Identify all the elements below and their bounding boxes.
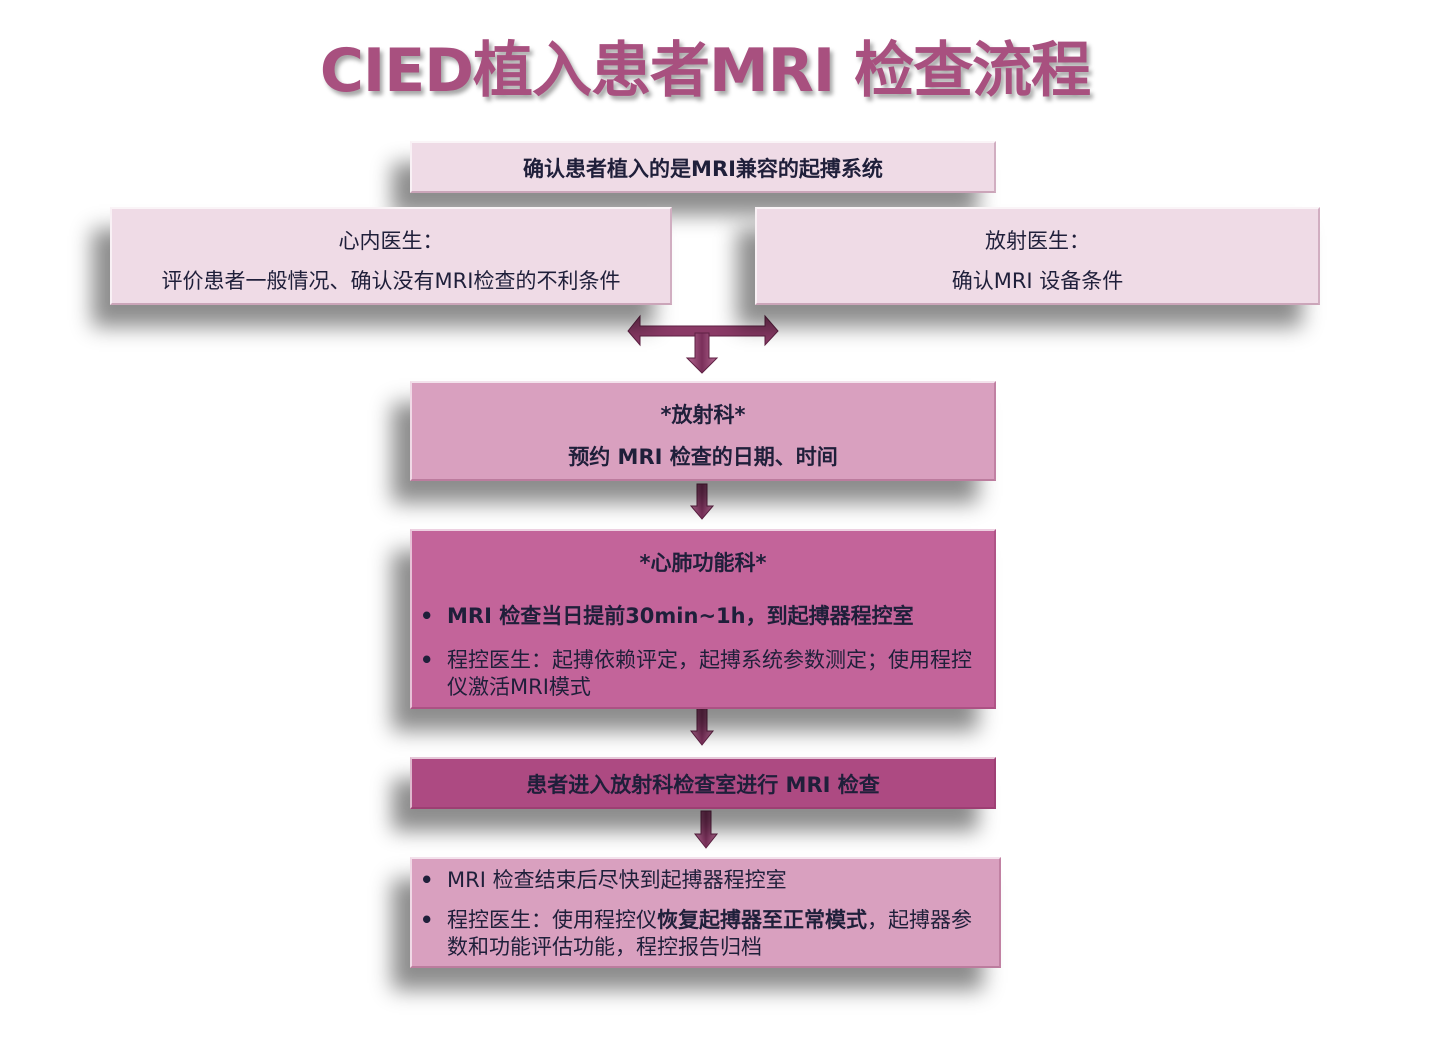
list-item: • 程控医生：使用程控仪恢复起搏器至正常模式，起搏器参数和功能评估功能，程控报告…	[412, 907, 999, 961]
list-item-text: MRI 检查当日提前30min~1h，到起搏器程控室	[447, 604, 914, 628]
down-arrow-1	[685, 332, 719, 374]
radiology-dept-task: 预约 MRI 检查的日期、时间	[568, 445, 838, 469]
step-confirm-text: 确认患者植入的是MRI兼容的起搏系统	[523, 157, 883, 181]
step-mri-scan: 患者进入放射科检查室进行 MRI 检查	[410, 757, 996, 809]
bullet-marker: •	[420, 648, 434, 672]
cardiologist-task: 评价患者一般情况、确认没有MRI检查的不利条件	[161, 269, 621, 293]
down-arrow-3	[689, 706, 715, 746]
cardiologist-role: 心内医生：	[338, 229, 444, 253]
radiologist-role: 放射医生：	[985, 229, 1090, 253]
step-cardiopulmonary: *心肺功能科* • MRI 检查当日提前30min~1h，到起搏器程控室 • 程…	[410, 529, 996, 709]
list-item-text: 程控医生：起搏依赖评定，起搏系统参数测定；使用程控仪激活MRI模式	[447, 648, 972, 699]
down-arrow-2	[689, 483, 715, 520]
step-after-scan: • MRI 检查结束后尽快到起搏器程控室 • 程控医生：使用程控仪恢复起搏器至正…	[410, 857, 1001, 968]
bullet-marker: •	[420, 908, 434, 932]
list-item-text-post: ，起搏器参数和功能评估功能，程控报告归档	[447, 908, 972, 959]
radiology-dept-head: *放射科*	[660, 403, 746, 427]
list-item: • MRI 检查当日提前30min~1h，到起搏器程控室	[412, 603, 994, 630]
list-item-text-pre: 程控医生：使用程控仪	[447, 908, 657, 932]
mri-scan-text: 患者进入放射科检查室进行 MRI 检查	[526, 773, 880, 797]
step-radiologist: 放射医生： 确认MRI 设备条件	[755, 207, 1320, 305]
bullet-marker: •	[420, 604, 434, 628]
down-arrow-4	[693, 810, 719, 849]
list-item-text: MRI 检查结束后尽快到起搏器程控室	[447, 868, 787, 892]
list-item: • 程控医生：起搏依赖评定，起搏系统参数测定；使用程控仪激活MRI模式	[412, 647, 994, 701]
cardiopulmonary-head: *心肺功能科*	[639, 551, 767, 575]
page-title: CIED植入患者MRI 检查流程	[319, 36, 1091, 106]
list-item-text-emphasis: 恢复起搏器至正常模式	[657, 908, 867, 932]
step-cardiologist: 心内医生： 评价患者一般情况、确认没有MRI检查的不利条件	[110, 207, 672, 305]
step-radiology-dept: *放射科* 预约 MRI 检查的日期、时间	[410, 381, 996, 481]
step-confirm-compatible: 确认患者植入的是MRI兼容的起搏系统	[410, 141, 996, 193]
radiologist-task: 确认MRI 设备条件	[951, 269, 1124, 293]
bullet-marker: •	[420, 868, 434, 892]
double-headed-arrow	[627, 314, 779, 347]
list-item: • MRI 检查结束后尽快到起搏器程控室	[412, 867, 999, 894]
